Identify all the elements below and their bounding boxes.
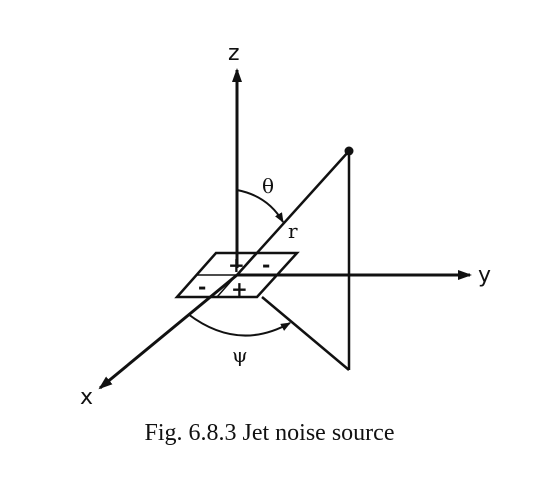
quadrant-sign-3: - [198, 275, 206, 299]
quadrant-sign-4: + [231, 277, 248, 301]
radius-label: r [288, 219, 298, 243]
y-axis-label: y [478, 263, 491, 288]
radius-vector [236, 150, 350, 276]
psi-label: ψ [232, 343, 248, 367]
projection-base [261, 296, 350, 371]
theta-label: θ [262, 174, 274, 198]
theta-arc [236, 189, 284, 223]
quadrant-sign-1: + [228, 253, 245, 277]
quadrant-sign-2: - [262, 253, 270, 277]
source-plane [174, 251, 300, 299]
figure-caption: Fig. 6.8.3 Jet noise source [144, 420, 395, 446]
z-axis-label: z [228, 41, 240, 66]
x-axis-label: x [80, 385, 93, 410]
x-axis [98, 273, 238, 390]
psi-arc [187, 313, 291, 337]
